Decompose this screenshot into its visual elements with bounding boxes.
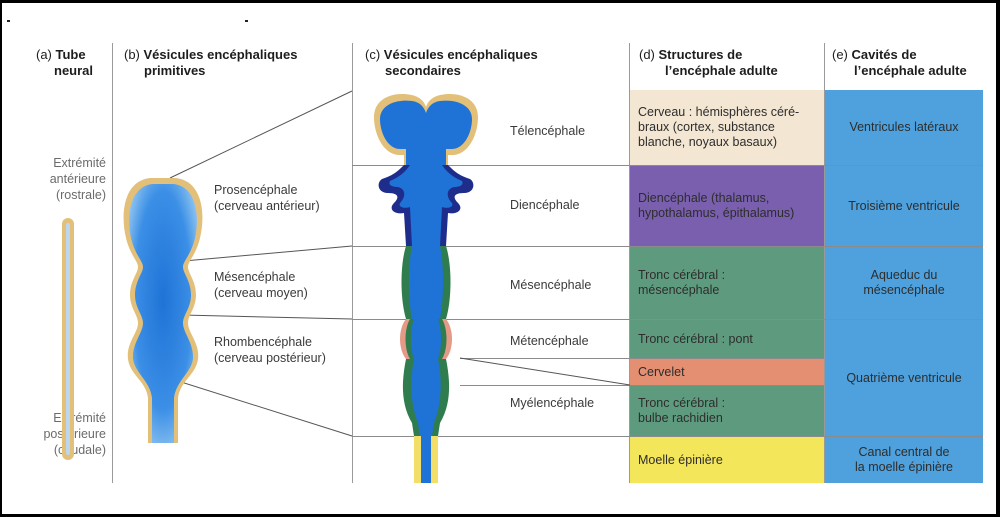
row-divider [352,165,983,166]
diencephalon-cavity [389,165,463,246]
diencephalon-label: Diencéphale [510,198,580,212]
row-divider [460,385,824,386]
heading-adult-cavities: (e) Cavités de l’encéphale adulte [832,47,967,78]
anterior-end-label: Extrémité antérieure (rostrale) [49,156,106,202]
structure-spinal-cord: Moelle épinière [630,437,824,483]
spinal-cord-cavity [421,436,431,483]
column-divider [629,43,630,483]
mesencephalon-cavity [409,246,443,319]
structure-pons: Tronc cérébral : pont [630,320,824,358]
vesicle-illustrations [62,90,631,483]
dot-mark [245,20,248,22]
row-divider [352,319,983,320]
cavity-fourth-ventricle: Quatrième ventricule [825,320,983,436]
row-divider [352,436,983,437]
figure-page: (a) Tube neural (b) Vésicules encéphaliq… [2,3,996,514]
metencephalon-cavity [411,319,441,359]
connector-line [459,357,631,386]
row-divider [460,358,824,359]
connector-line [169,90,353,179]
connector-line [183,245,353,262]
heading-secondary-vesicles: (c) Vésicules encéphaliques secondaires [365,47,538,78]
telencephalon-label: Télencéphale [510,124,586,138]
rhombencephalon-label: Rhombencéphale (cerveau postérieur) [214,335,326,365]
structure-cerebrum: Cerveau : hémisphères céré-braux (cortex… [630,90,824,165]
cavity-lateral-ventricles: Ventricules latéraux [825,90,983,165]
row-divider [352,246,983,247]
connector-line [177,380,353,437]
dot-mark [7,20,10,22]
cavity-third-ventricle: Troisième ventricule [825,166,983,246]
structure-medulla: Tronc cérébral :bulbe rachidien [630,386,824,436]
telencephalon-cavity [380,100,472,165]
myelencephalon-cavity [411,359,441,436]
mesencephalon-secondary-label: Mésencéphale [510,278,592,292]
metencephalon-label: Métencéphale [510,334,589,348]
mesencephalon-primary-label: Mésencéphale (cerveau moyen) [214,270,308,300]
myelencephalon-label: Myélencéphale [510,396,595,410]
heading-adult-structures: (d) Structures de l’encéphale adulte [639,47,778,78]
primary-vesicle-cavity [129,184,197,443]
neural-tube-lumen [66,223,70,455]
structure-cerebellum: Cervelet [630,359,824,385]
heading-neural-tube: (a) Tube neural [36,47,94,78]
structure-midbrain: Tronc cérébral :mésencéphale [630,247,824,319]
heading-primary-vesicles: (b) Vésicules encéphaliques primitives [124,47,298,78]
column-divider [824,43,825,483]
column-divider [352,43,353,483]
prosencephalon-label: Prosencéphale (cerveau antérieur) [214,183,320,213]
connector-line [181,314,353,320]
structure-diencephalon: Diencéphale (thalamus,hypothalamus, épit… [630,166,824,246]
column-divider [112,43,113,483]
